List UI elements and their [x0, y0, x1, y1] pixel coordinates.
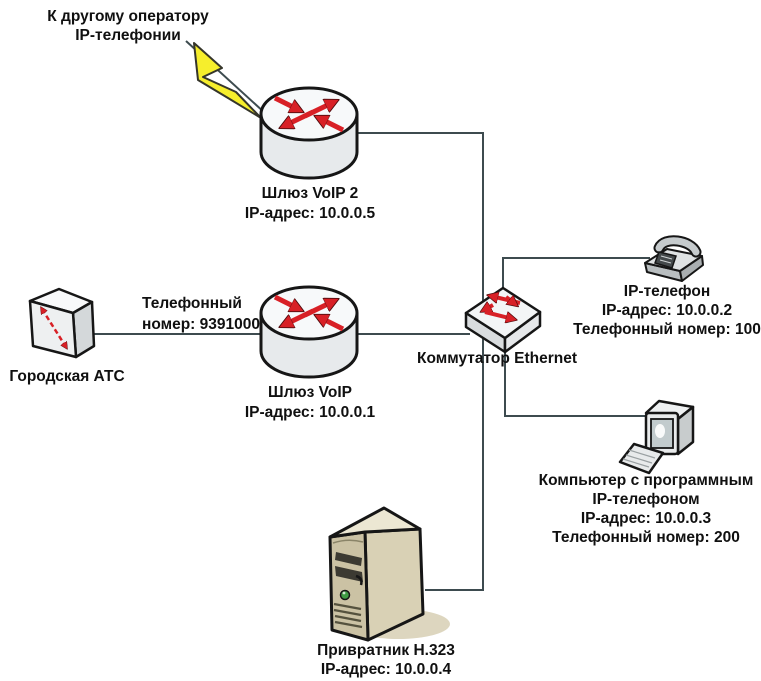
softphone-pc-number: Телефонный номер: 200 — [552, 529, 740, 546]
gateway1-ip: IP-адрес: 10.0.0.1 — [244, 404, 376, 421]
external-operator-note: К другому оператору IP-телефонии — [47, 7, 208, 45]
pstn-link-label: Телефонный номер: 9391000 — [142, 293, 260, 335]
pbx-name: Городская АТС — [9, 368, 125, 385]
gateway1-name: Шлюз VoIP — [268, 384, 352, 401]
connection-switch-ipphone — [502, 257, 650, 296]
softphone-pc-name-line1: Компьютер с программным — [538, 472, 754, 489]
gatekeeper-label: Привратник H.323 IP-адрес: 10.0.0.4 — [317, 641, 455, 679]
ip-phone-label: IP-телефон IP-адрес: 10.0.0.2 Телефонный… — [573, 282, 761, 339]
ethernet-switch-name: Коммутатор Ethernet — [417, 350, 577, 367]
gatekeeper-server-icon — [328, 506, 450, 642]
gateway2-label: Шлюз VoIP 2 IP-адрес: 10.0.0.5 — [245, 184, 375, 224]
gatekeeper-name: Привратник H.323 — [317, 642, 455, 659]
external-operator-note-line1: К другому оператору — [47, 8, 209, 25]
softphone-pc-ip: IP-адрес: 10.0.0.3 — [580, 510, 712, 527]
pstn-link-line2: номер: 9391000 — [142, 316, 260, 333]
ethernet-switch-label: Коммутатор Ethernet — [417, 349, 577, 368]
gateway2-name: Шлюз VoIP 2 — [261, 185, 359, 202]
ethernet-switch-icon — [464, 286, 542, 354]
ip-phone-number: Телефонный номер: 100 — [573, 321, 761, 338]
computer-icon — [618, 399, 695, 475]
gatekeeper-ip: IP-адрес: 10.0.0.4 — [320, 661, 452, 678]
pstn-link-line1: Телефонный — [142, 295, 242, 312]
softphone-pc-name-line2: IP-телефоном — [592, 491, 700, 508]
pbx-icon — [28, 287, 96, 359]
gateway1-label: Шлюз VoIP IP-адрес: 10.0.0.1 — [245, 383, 375, 423]
pbx-label: Городская АТС — [9, 367, 124, 386]
voip-gateway2-icon — [261, 88, 357, 178]
ip-phone-name: IP-телефон — [623, 283, 711, 300]
connection-gateway2-switch-gatekeeper — [357, 132, 484, 591]
ip-phone-icon — [644, 235, 704, 282]
external-operator-note-line2: IP-телефонии — [75, 27, 181, 44]
ip-phone-ip: IP-адрес: 10.0.0.2 — [601, 302, 733, 319]
connection-switch-pc — [504, 344, 648, 417]
gateway2-ip: IP-адрес: 10.0.0.5 — [244, 205, 376, 222]
voip-gateway1-icon — [261, 287, 357, 377]
softphone-pc-label: Компьютер с программным IP-телефоном IP-… — [539, 471, 754, 547]
